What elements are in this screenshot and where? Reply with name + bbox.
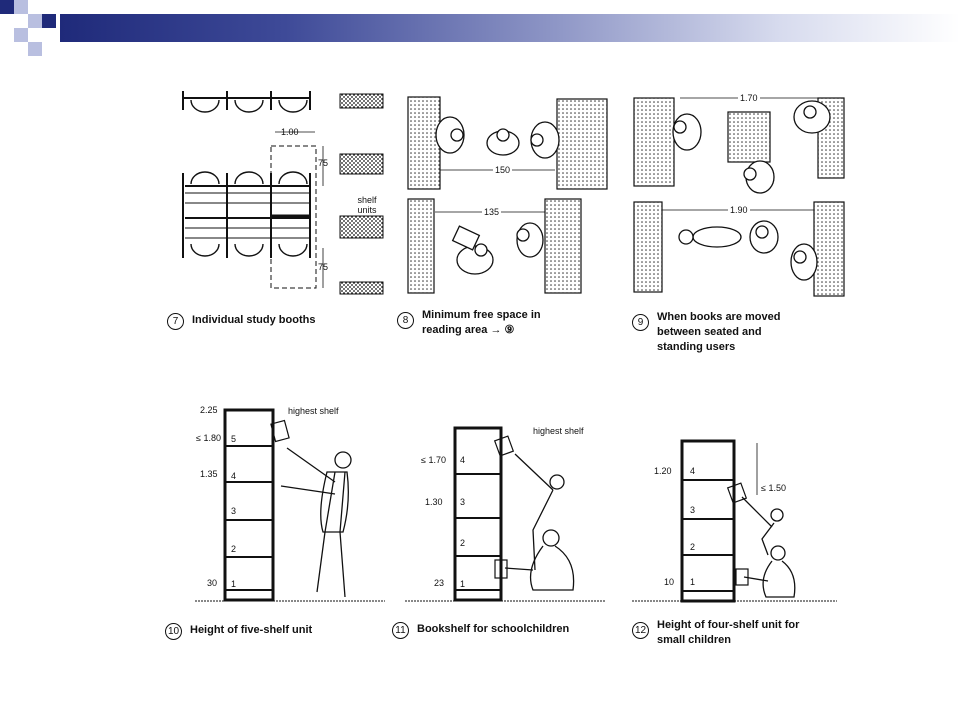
shelf-unit xyxy=(339,281,384,295)
shelf-number: 1 xyxy=(460,579,466,589)
decor-square-light xyxy=(28,14,42,28)
shelf-number: 4 xyxy=(231,471,237,481)
figure-number: 7 xyxy=(167,313,184,330)
fig8-dim-upper: 150 xyxy=(493,165,513,175)
fig12-height: 1.20 xyxy=(654,466,672,476)
decor-square-light xyxy=(28,42,42,56)
shelf-number: 5 xyxy=(231,434,237,444)
decor-square-light xyxy=(14,0,28,14)
fig9-dim-upper: 1.70 xyxy=(738,93,760,103)
fig10-height-top: 2.25 xyxy=(200,405,218,415)
title-gradient-bar xyxy=(60,14,960,42)
shelf-number: 2 xyxy=(231,544,237,554)
figure-9-moving-books xyxy=(633,97,845,297)
shelf-number: 3 xyxy=(231,506,237,516)
shelf-number: 2 xyxy=(690,542,696,552)
fig7-dim-bottom: 75 xyxy=(318,262,329,272)
figure-12-four-shelf-unit xyxy=(632,439,837,603)
shelf-number: 1 xyxy=(690,577,696,587)
fig7-dim-top: 75 xyxy=(318,158,329,168)
fig10-note: highest shelf xyxy=(288,406,339,416)
shelf-number: 4 xyxy=(460,455,466,465)
fig11-note: highest shelf xyxy=(533,426,584,436)
fig8-dim-lower: 135 xyxy=(482,207,502,217)
fig12-reach: ≤ 1.50 xyxy=(761,483,786,493)
shelf-number: 4 xyxy=(690,466,696,476)
shelf-unit xyxy=(339,153,384,175)
shelf-number: 2 xyxy=(460,538,466,548)
figure-number: 10 xyxy=(165,623,182,640)
fig11-height: 1.30 xyxy=(425,497,443,507)
figure-number: 11 xyxy=(392,622,409,639)
decor-square-dark xyxy=(0,0,14,14)
fig7-dim-width: 1.00 xyxy=(281,127,299,137)
figure-7-study-booths xyxy=(182,91,384,295)
fig9-dim-lower: 1.90 xyxy=(728,205,750,215)
fig11-height: 23 xyxy=(434,578,445,588)
figure-number: 12 xyxy=(632,622,649,639)
decor-square-dark xyxy=(42,14,56,28)
shelf-unit xyxy=(339,215,384,239)
slide-title-bar xyxy=(0,0,960,60)
fig10-height: 1.35 xyxy=(200,469,218,479)
fig12-height: 10 xyxy=(664,577,675,587)
figure-number: 9 xyxy=(632,314,649,331)
shelf-number: 3 xyxy=(690,505,696,515)
figure-number: 8 xyxy=(397,312,414,329)
decor-square-light xyxy=(14,28,28,42)
figure-8-reading-space xyxy=(407,96,608,294)
fig10-height: 30 xyxy=(207,578,218,588)
fig7-shelf-label: shelf units xyxy=(357,195,377,215)
figure-11-school-bookshelf xyxy=(405,426,605,602)
shelf-unit xyxy=(339,93,384,109)
fig10-height: ≤ 1.80 xyxy=(196,433,221,443)
fig11-height: ≤ 1.70 xyxy=(421,455,446,465)
figure-10-five-shelf-unit xyxy=(195,408,385,602)
shelf-number: 3 xyxy=(460,497,466,507)
shelf-number: 1 xyxy=(231,579,237,589)
